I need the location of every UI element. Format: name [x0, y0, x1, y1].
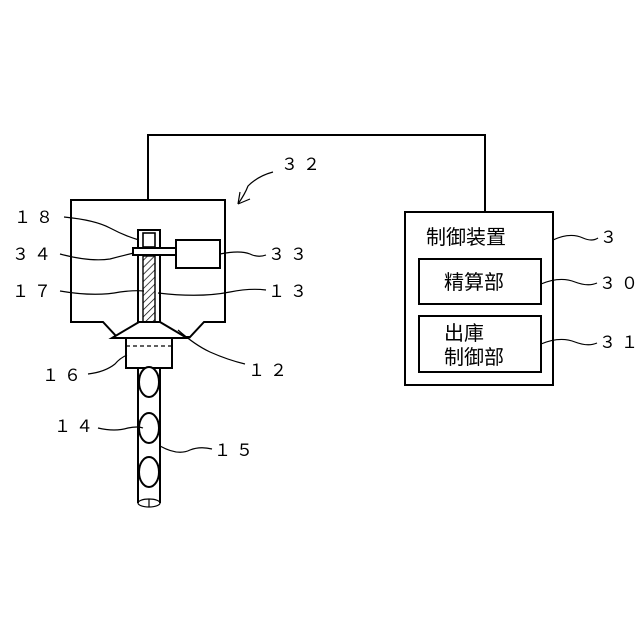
label-18: １８ — [14, 208, 58, 228]
rail-top-block — [143, 233, 155, 247]
leader-15 — [160, 446, 212, 452]
motor-33 — [176, 240, 220, 268]
label-34: ３４ — [12, 245, 56, 265]
release-control-line2: 制御部 — [444, 345, 504, 369]
leader-14 — [98, 427, 143, 430]
item-14 — [139, 457, 159, 487]
label-16: １６ — [42, 366, 86, 386]
label-13: １３ — [268, 282, 312, 302]
label-30: ３０ — [599, 274, 640, 294]
settlement-unit-label: 精算部 — [444, 270, 504, 294]
arm-34 — [133, 248, 178, 255]
label-31: ３１ — [599, 333, 640, 353]
label-32-arrow — [238, 172, 273, 204]
item-14 — [139, 367, 159, 397]
release-control-line1: 出庫 — [444, 321, 484, 345]
label-33: ３３ — [268, 245, 312, 265]
leader-3 — [553, 235, 598, 240]
leader-16 — [88, 355, 127, 374]
hatched-part-17 — [143, 256, 155, 325]
control-device-title: 制御装置 — [426, 225, 506, 249]
cylinder-16 — [126, 338, 172, 368]
label-14: １４ — [54, 417, 98, 437]
label-32: ３２ — [281, 155, 325, 175]
label-3: ３ — [600, 228, 622, 248]
label-17: １７ — [12, 282, 56, 302]
label-12: １２ — [248, 361, 292, 381]
leader-33 — [220, 252, 266, 256]
label-15: １５ — [214, 441, 258, 461]
